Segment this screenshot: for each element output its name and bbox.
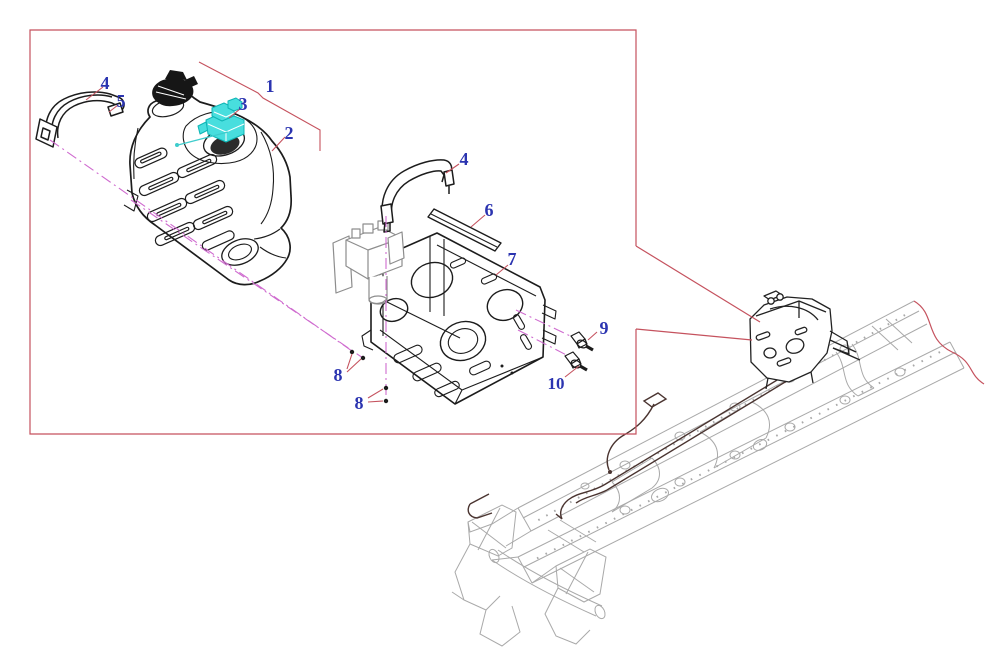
callout-6: 6 [485,200,494,220]
callout-9: 9 [600,318,609,338]
leader-8a [346,353,362,373]
sensor-unit-highlight [197,97,245,143]
mounting-bracket [361,232,557,405]
frame-break-line [913,300,985,385]
bolt-9 [570,331,594,352]
callout-8b: 8 [355,393,364,413]
fixing-point-dots [349,349,389,404]
leader-7 [495,264,509,276]
detail-box [29,29,985,435]
rubber-strip [427,208,502,252]
urea-piping [467,350,808,520]
callout-2: 2 [285,123,294,143]
callout-4-left: 4 [101,73,110,93]
leader-10 [564,365,580,378]
leader-2 [271,136,286,152]
bolt-10 [563,350,589,372]
leader-3 [228,108,241,119]
callout-1: 1 [266,76,275,96]
leader-4-left [85,86,104,101]
callout-10: 10 [548,374,565,393]
front-clamp-strap [35,91,125,148]
leader-8b [367,388,384,403]
callout-8a: 8 [334,365,343,385]
leader-1 [198,61,321,151]
highlight-leader [175,131,229,147]
callout-7: 7 [508,249,517,269]
installed-assembly [749,290,861,390]
leader-6 [470,214,486,228]
callout-3: 3 [239,94,248,114]
urea-tank [123,70,293,286]
clamp-strap-end [107,102,124,117]
leader-4-right [445,163,460,174]
leader-5 [108,104,119,113]
detail-leader-upper [635,245,761,323]
filler-cap [152,70,198,107]
rear-clamp-strap [380,159,455,233]
callout-4-right: 4 [460,149,469,169]
detail-leader-lower [635,328,753,341]
callout-5: 5 [117,91,126,111]
leader-lines [85,61,598,403]
leader-9 [587,331,598,341]
